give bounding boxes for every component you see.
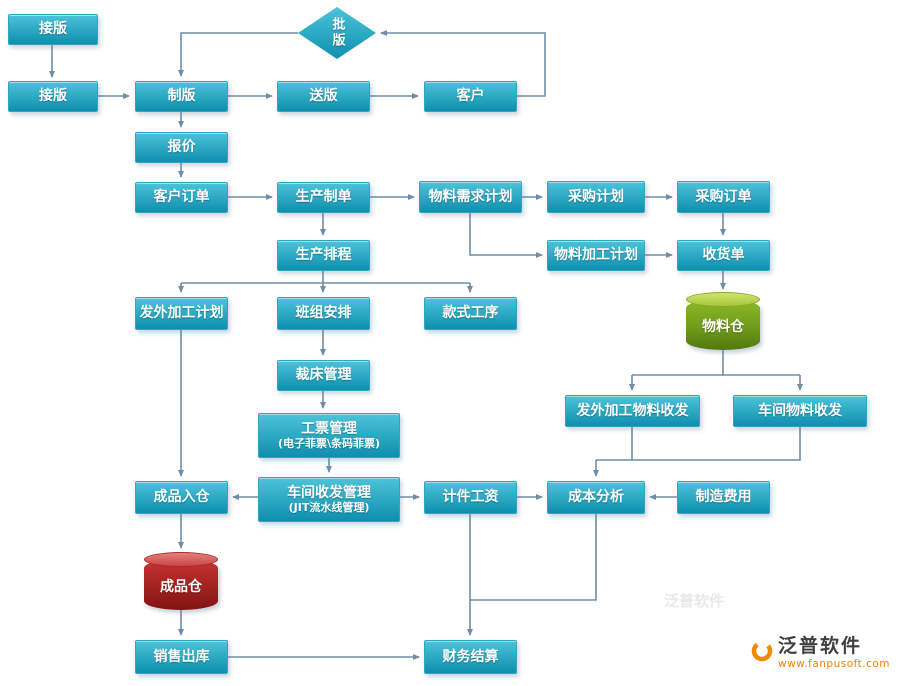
node-caigou-dingdan: 采购订单 <box>677 181 770 213</box>
cylinder-top <box>686 292 760 307</box>
node-label: 制版 <box>167 88 196 105</box>
node-chengpin-cang: 成品仓 <box>144 552 218 610</box>
node-kuanshi-gongxu: 款式工序 <box>424 297 517 330</box>
node-caiwu-jiesuan: 财务结算 <box>424 640 517 674</box>
node-jieban-top: 接版 <box>8 14 98 45</box>
node-label: 生产排程 <box>295 247 352 264</box>
node-kehu-dingdan: 客户订单 <box>135 182 228 213</box>
node-label: 成本分析 <box>568 489 624 506</box>
node-label: 成品入仓 <box>153 489 210 506</box>
node-caichuang-guanli: 裁床管理 <box>277 360 370 391</box>
cylinder-body <box>144 559 218 610</box>
node-fawai-jiagong-wuliao-shoufa: 发外加工物料收发 <box>565 395 700 427</box>
node-label: 发外加工物料收发 <box>576 402 689 419</box>
edge-chengben-to-caiwu-join-line <box>470 514 597 601</box>
node-zhizao-feiyong: 制造费用 <box>677 481 770 514</box>
node-label: 裁床管理 <box>295 367 352 384</box>
watermark-text: 泛普软件 <box>664 592 725 610</box>
node-chejian-shoufa-guanli: 车间收发管理 (JIT流水线管理) <box>258 477 400 522</box>
node-wuliao-jiagong-jihua: 物料加工计划 <box>547 240 645 271</box>
node-label: 收货单 <box>702 247 745 264</box>
node-gongpiao-guanli: 工票管理 (电子菲票\条码菲票) <box>258 413 400 458</box>
edge-wuliaoshoufa-merge-line <box>596 427 801 461</box>
node-chengpin-rucang: 成品入仓 <box>135 481 228 514</box>
node-label: 采购计划 <box>568 188 624 205</box>
node-shouhuodan: 收货单 <box>677 240 770 271</box>
node-piban-decision: 批版 <box>298 7 376 59</box>
node-sublabel: (电子菲票\条码菲票) <box>277 436 381 450</box>
node-label: 班组安排 <box>295 305 352 322</box>
node-banzu-anpai: 班组安排 <box>277 297 370 330</box>
edge-wuliaocang-split-line <box>632 350 800 376</box>
edge-wuliaoxuqiu-to-wuliaojiagong <box>469 213 543 258</box>
node-songban: 送版 <box>277 81 370 112</box>
node-shengchan-zhidan: 生产制单 <box>277 182 370 213</box>
node-label: 客户 <box>456 88 485 105</box>
node-wuliao-xuqiu-jihua: 物料需求计划 <box>419 181 522 213</box>
node-label: 计件工资 <box>442 489 499 506</box>
node-label: 发外加工计划 <box>139 305 224 322</box>
node-caigou-jihua: 采购计划 <box>547 181 645 213</box>
node-label: 客户订单 <box>153 189 210 206</box>
cylinder-top <box>144 552 218 567</box>
node-chengben-fenxi: 成本分析 <box>547 481 645 514</box>
node-label: 财务结算 <box>442 648 499 665</box>
node-label: 制造费用 <box>695 489 752 506</box>
node-label: 批版 <box>329 17 345 49</box>
node-label: 报价 <box>167 139 196 156</box>
node-label: 车间收发管理 <box>287 484 371 501</box>
node-kehu: 客户 <box>424 81 517 112</box>
node-label: 接版 <box>39 88 67 105</box>
node-label: 车间物料收发 <box>758 402 842 419</box>
brand-url: www.fanpusoft.com <box>778 657 891 670</box>
node-label: 成品仓 <box>160 579 202 595</box>
node-jieban: 接版 <box>8 81 98 112</box>
node-label: 接版 <box>39 21 67 38</box>
edge-paicheng-split-line <box>181 271 470 284</box>
node-label: 物料仓 <box>702 319 744 335</box>
node-zhiban: 制版 <box>135 81 228 112</box>
node-label: 物料加工计划 <box>554 247 638 264</box>
brand-logo: 泛普软件 www.fanpusoft.com <box>750 636 895 670</box>
node-label: 送版 <box>309 88 338 105</box>
cylinder-body <box>686 299 760 350</box>
node-baojia: 报价 <box>135 132 228 163</box>
node-label: 工票管理 <box>301 420 357 437</box>
node-shengchan-paicheng: 生产排程 <box>277 240 370 271</box>
fanpu-logo-icon <box>751 640 773 662</box>
node-label: 物料需求计划 <box>428 188 513 205</box>
node-fawai-jiagong-jihua: 发外加工计划 <box>135 297 228 330</box>
brand-name: 泛普软件 <box>778 635 863 657</box>
node-jijian-gongzi: 计件工资 <box>424 481 517 514</box>
node-chejian-wuliao-shoufa: 车间物料收发 <box>733 395 867 427</box>
node-label: 销售出库 <box>153 648 210 665</box>
node-label: 生产制单 <box>295 189 352 206</box>
node-xiaoshou-chuku: 销售出库 <box>135 640 228 674</box>
node-wuliao-cang: 物料仓 <box>686 292 760 350</box>
node-label: 采购订单 <box>695 188 752 205</box>
node-label: 款式工序 <box>442 305 499 322</box>
node-sublabel: (JIT流水线管理) <box>288 500 370 514</box>
edge-piban-to-zhiban <box>178 32 298 77</box>
